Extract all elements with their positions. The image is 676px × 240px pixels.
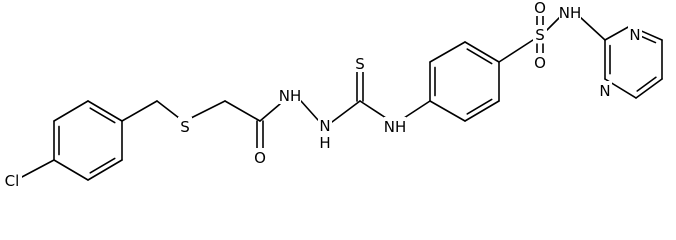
atom-sulfur-thione: S xyxy=(355,55,365,73)
bond-ch2-carbonyl xyxy=(224,100,261,122)
pyrimidine-ring-double-bond xyxy=(636,76,657,92)
chlorophenyl-ring-bond xyxy=(87,100,123,122)
bond-nh-n xyxy=(300,100,319,121)
bond-ring-ch2 xyxy=(121,100,158,122)
bond-ring-sulfonyl xyxy=(498,39,534,63)
atom-nh-thiourea: NH xyxy=(384,118,407,136)
bond-nh-phenyl xyxy=(403,100,431,119)
phenylene-ring-double-bond xyxy=(466,48,493,65)
atom-nitrogen-hydrazine: N xyxy=(319,117,330,135)
phenylene-ring-double-bond xyxy=(466,98,493,115)
phenylene-ring-bond xyxy=(429,100,466,122)
atom-nitrogen-pyrimidine-upper: N xyxy=(629,26,640,44)
phenylene-ring-bond xyxy=(429,41,466,63)
phenylene-ring-bond xyxy=(464,41,500,63)
phenylene-ring-bond xyxy=(464,100,500,122)
molecule-diagram: Cl S O NH N H S NH S O O NH N xyxy=(2,0,663,190)
chlorophenyl-ring-bond xyxy=(87,159,123,181)
atom-nh-sulfonamide: NH xyxy=(559,4,582,22)
atom-oxygen-sulfonyl-bottom: O xyxy=(534,54,546,72)
atom-chlorine: Cl xyxy=(5,172,20,190)
bond-carbonyl-nh xyxy=(259,103,281,122)
bonds-layer xyxy=(19,14,663,181)
atom-oxygen-sulfonyl-top: O xyxy=(534,0,546,17)
chlorophenyl-ring-bond xyxy=(53,100,89,122)
bond-nh-pyrimidine xyxy=(579,16,606,41)
structure-svg: Cl S O NH N H S NH S O O NH N xyxy=(2,0,663,190)
atom-sulfur-thioether: S xyxy=(180,118,190,136)
bond-ch2-s xyxy=(156,100,180,119)
pyrimidine-ring-bond xyxy=(604,25,631,41)
atoms-layer: Cl S O NH N H S NH S O O NH N xyxy=(2,0,642,190)
pyrimidine-ring-bond xyxy=(635,78,663,99)
chlorophenyl-ring-double-bond xyxy=(89,107,116,124)
atom-oxygen-carbonyl: O xyxy=(254,149,266,167)
bond-c-cl xyxy=(19,159,55,179)
bond-sulfonyl-nh xyxy=(546,16,561,31)
bond-s-ch2 xyxy=(190,100,226,119)
chlorophenyl-ring-bond xyxy=(53,159,89,181)
bond-thiocarbonyl-nh xyxy=(359,100,387,119)
bond-n-thiocarbonyl xyxy=(331,100,361,123)
atom-sulfur-sulfonyl: S xyxy=(535,26,545,44)
atom-nh-hydrazide: NH xyxy=(279,87,302,105)
chlorophenyl-ring-double-bond xyxy=(89,157,116,174)
atom-nitrogen-pyrimidine-lower: N xyxy=(599,82,610,100)
atom-hydrogen-hydrazine: H xyxy=(319,134,330,152)
